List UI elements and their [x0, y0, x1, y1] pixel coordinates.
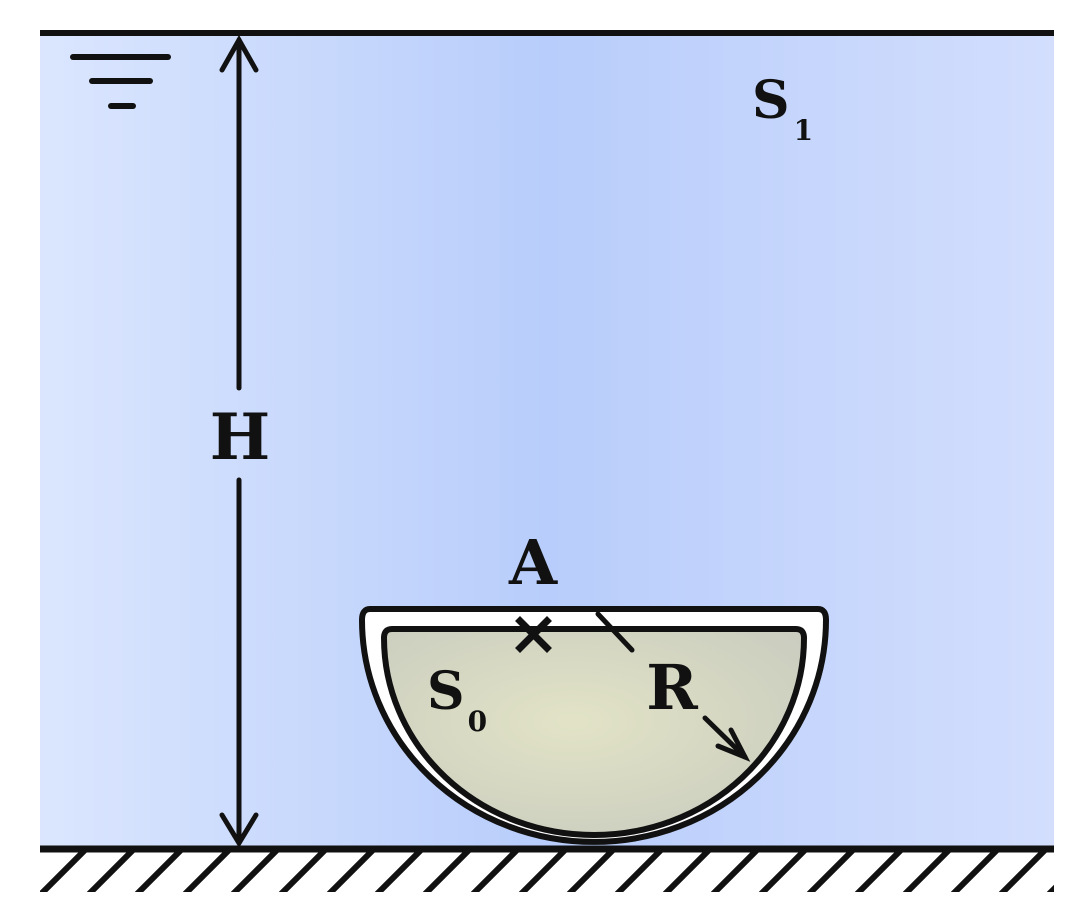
radius-label: R	[646, 651, 698, 724]
height-label: H	[210, 400, 270, 475]
point-label: A	[508, 526, 558, 599]
radius-arrow	[595, 611, 751, 762]
hatched-ground-icon	[40, 845, 1054, 892]
hemisphere-inner-cavity	[380, 626, 808, 838]
free-surface-icon	[70, 54, 171, 109]
height-dimension	[219, 34, 259, 848]
cross-icon	[515, 616, 552, 653]
